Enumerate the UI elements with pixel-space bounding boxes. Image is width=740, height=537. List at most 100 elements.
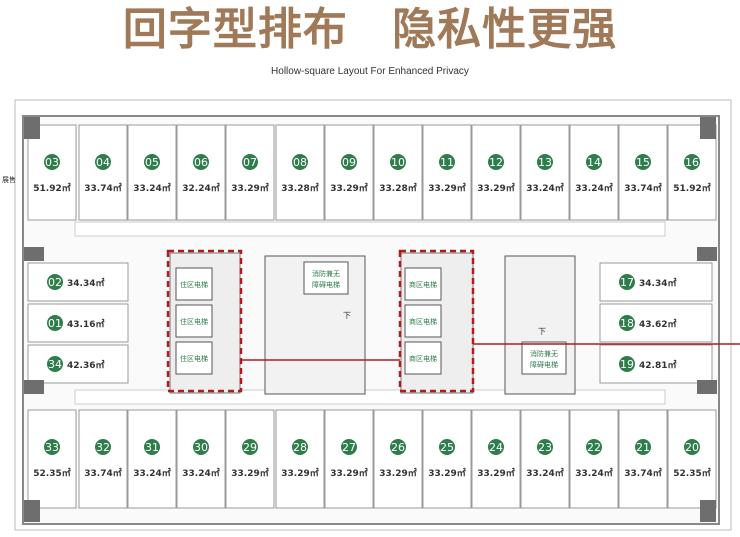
room-number: 29 <box>243 441 257 454</box>
room-badge <box>390 439 406 455</box>
room-area: 33.24㎡ <box>526 182 563 194</box>
room: 08 33.28㎡ <box>275 124 325 221</box>
corridor-north <box>74 221 666 237</box>
room-number: 10 <box>391 156 405 169</box>
room-badge <box>619 274 635 290</box>
room-badge <box>292 154 308 170</box>
room: 12 33.29㎡ <box>471 124 521 221</box>
room-outline <box>275 409 325 509</box>
room-badge <box>95 154 111 170</box>
title-part2: 隐私性更强 <box>392 4 618 55</box>
room-area: 33.29㎡ <box>330 467 367 479</box>
room-outline <box>667 409 717 509</box>
room-number: 03 <box>45 156 59 169</box>
room-badge <box>144 439 160 455</box>
room: 18 43.62㎡ <box>599 303 713 343</box>
room: 02 34.34㎡ <box>27 262 129 302</box>
room-outline <box>618 409 668 509</box>
room-number: 13 <box>538 156 552 169</box>
room-outline <box>569 124 619 221</box>
room-number: 20 <box>685 441 699 454</box>
room-badge <box>44 154 60 170</box>
room-number: 19 <box>620 358 634 371</box>
room-outline <box>275 124 325 221</box>
page-subtitle: Hollow-square Layout For Enhanced Privac… <box>271 66 469 77</box>
room-badge <box>341 439 357 455</box>
room-outline <box>520 124 570 221</box>
room-badge <box>684 439 700 455</box>
room-outline <box>422 124 472 221</box>
site-boundary <box>14 99 732 531</box>
room-number: 12 <box>489 156 503 169</box>
room-area: 51.92㎡ <box>673 182 710 194</box>
room-area: 43.62㎡ <box>639 318 676 330</box>
elevator-2 <box>175 304 213 338</box>
room-badge <box>390 154 406 170</box>
room-area: 33.29㎡ <box>379 467 416 479</box>
room-number: 33 <box>45 441 59 454</box>
room-area: 33.29㎡ <box>330 182 367 194</box>
room-number: 34 <box>48 358 62 371</box>
room-area: 34.34㎡ <box>67 277 104 289</box>
room-number: 31 <box>145 441 159 454</box>
elevator-5 <box>404 304 442 338</box>
room-area: 33.28㎡ <box>281 182 318 194</box>
room-number: 18 <box>620 317 634 330</box>
room: 03 51.92㎡ <box>27 124 77 221</box>
fire-elevator-label: 障碍电梯 <box>530 360 558 369</box>
room-badge <box>537 439 553 455</box>
room-outline <box>78 124 128 221</box>
room: 13 33.24㎡ <box>520 124 570 221</box>
room-badge <box>439 439 455 455</box>
room-area: 33.29㎡ <box>477 182 514 194</box>
room-area: 33.74㎡ <box>84 182 121 194</box>
room-badge <box>144 154 160 170</box>
room-number: 08 <box>293 156 307 169</box>
room-outline <box>324 124 374 221</box>
room-badge <box>242 154 258 170</box>
room-outline <box>599 303 713 343</box>
room-area: 33.29㎡ <box>477 467 514 479</box>
room-area: 33.28㎡ <box>379 182 416 194</box>
room-badge <box>193 439 209 455</box>
room-outline <box>176 409 226 509</box>
room-area: 33.24㎡ <box>133 467 170 479</box>
elevator-4 <box>404 267 442 301</box>
room-number: 24 <box>489 441 503 454</box>
elevator-label: 住区电梯 <box>180 280 208 289</box>
room-area: 33.29㎡ <box>281 467 318 479</box>
room-badge <box>47 356 63 372</box>
room-number: 17 <box>620 276 634 289</box>
fire-elevator <box>521 341 567 375</box>
room-badge <box>439 154 455 170</box>
room: 10 33.28㎡ <box>373 124 423 221</box>
room-outline <box>176 124 226 221</box>
elevator-label: 商区电梯 <box>409 317 437 326</box>
room-area: 33.74㎡ <box>624 182 661 194</box>
room-outline <box>225 124 275 221</box>
room-area: 42.81㎡ <box>639 359 676 371</box>
room-number: 25 <box>440 441 454 454</box>
room-outline <box>27 409 77 509</box>
room-badge <box>95 439 111 455</box>
elevator-1 <box>175 267 213 301</box>
room-number: 02 <box>48 276 62 289</box>
title-part1: 回字型排布 <box>122 4 348 55</box>
room-badge <box>44 439 60 455</box>
room-badge <box>684 154 700 170</box>
room-outline <box>27 344 129 384</box>
room-outline <box>569 409 619 509</box>
room-area: 51.92㎡ <box>33 182 70 194</box>
room-area: 52.35㎡ <box>673 467 710 479</box>
room-badge <box>193 154 209 170</box>
